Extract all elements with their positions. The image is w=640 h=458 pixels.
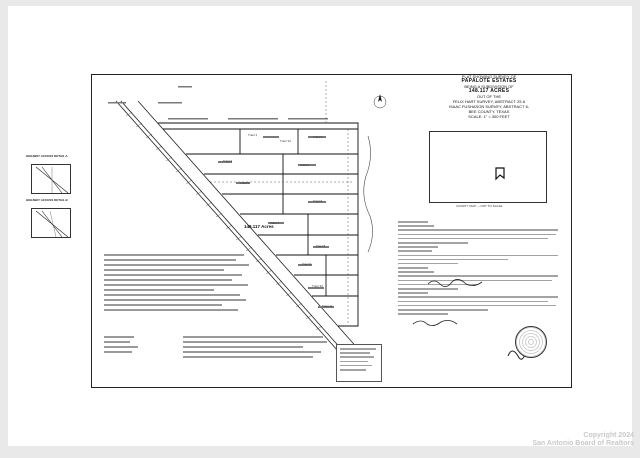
tract-label: Tract 5 [240, 181, 250, 185]
title-line: ISAAC FUSHASON SURVEY, ABSTRACT 6- [448, 104, 530, 109]
bottom-notes [183, 336, 333, 361]
certificate-block [398, 221, 563, 317]
tract-label: Tract 4 [300, 163, 310, 167]
detail-b-box [31, 208, 71, 238]
tract-boundary [158, 122, 359, 327]
watermark-line-1: Copyright 2024 [583, 432, 634, 439]
detail-a-label: HIGHWAY ACCESS DETAIL A [26, 154, 68, 158]
north-arrow-icon [373, 94, 387, 109]
title-line: PLAT SHOWING SURVEY OF [461, 74, 517, 79]
highway-line-2 [120, 100, 344, 352]
title-line: BEE COUNTY, TEXAS [468, 109, 510, 114]
surveyor-block [104, 336, 204, 356]
tract-label: Tract 6 [313, 199, 323, 203]
vicinity-map [429, 131, 547, 203]
plat-notes [104, 254, 254, 314]
title-line: FELIX HART SURVEY, ABSTRACT 25 & [452, 99, 526, 104]
watermark-line-2: San Antonio Board of Realtors [532, 440, 634, 447]
tract-label: Tract 1 [248, 133, 258, 137]
subdivision-name: PAPALOTE ESTATES [461, 78, 517, 84]
tract-label: Tract 3 [223, 159, 233, 163]
vicinity-label: VICINITY MAP — NOT TO SCALE [456, 204, 503, 208]
scale-line: SCALE: 1" = 300 FEET [468, 114, 510, 119]
title-line: BEING A SUBDIVISION OF [464, 84, 514, 89]
tract-label: Tract 7 [270, 221, 280, 225]
highway-line-1 [115, 100, 339, 352]
tract-label: Tract 10 [312, 284, 323, 288]
copyright-watermark: Copyright 2024 San Antonio Board of Real… [532, 432, 634, 448]
acreage: 148.117 ACRES [468, 88, 510, 94]
tract-label: Tract 11 [322, 304, 333, 308]
document-sheet: HIGHWAY ACCESS DETAIL A HIGHWAY ACCESS D… [8, 6, 632, 446]
highway-line-3 [137, 100, 361, 352]
tract-label: Tract 12 [280, 139, 291, 143]
tract-area-label: 148.117 Acres [244, 224, 274, 229]
recording-stamp [336, 344, 382, 382]
plat-border [91, 74, 572, 388]
signatures [412, 279, 537, 360]
tract-label: Tract 8 [316, 244, 326, 248]
plat-drawing [108, 81, 387, 352]
title-block: PLAT SHOWING SURVEY OF PAPALOTE ESTATES … [406, 74, 572, 119]
tract-label: Tract 9 [302, 262, 312, 266]
detail-a-box [31, 164, 71, 194]
notary-seal [515, 326, 547, 358]
title-line: OUT OF THE [476, 94, 502, 99]
detail-b-label: HIGHWAY ACCESS DETAIL B [26, 198, 68, 202]
tract-label: Tract 2 [313, 135, 323, 139]
